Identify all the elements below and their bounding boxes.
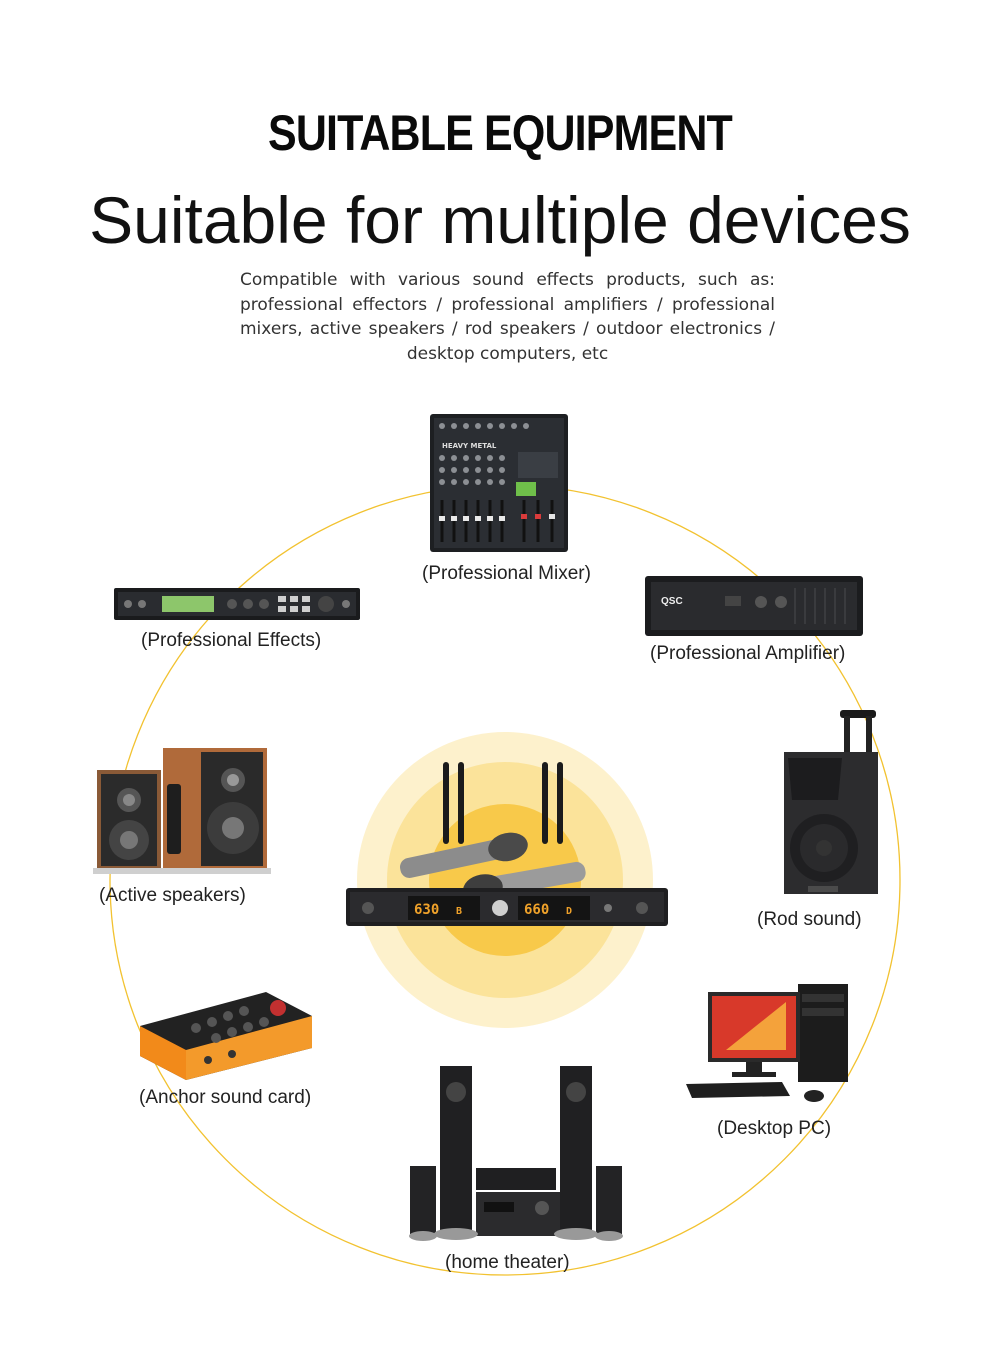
display-b-channel: D [566,906,572,917]
amplifier-icon: QSC [645,576,863,636]
trolley-speaker-icon [784,710,878,894]
svg-text:HEAVY METAL: HEAVY METAL [442,442,497,450]
label-rod-sound: (Rod sound) [757,909,862,930]
display-a-channel: B [456,906,462,917]
label-active-speakers: (Active speakers) [99,885,246,906]
mixer-icon: HEAVY METAL [430,414,568,552]
effects-processor-icon [114,588,360,620]
wireless-microphone-receiver-icon: 630 B 660 D [346,762,668,926]
display-a-freq: 630 [414,902,439,918]
page-title: SUITABLE EQUIPMENT [268,105,733,161]
label-professional-mixer: (Professional Mixer) [422,563,591,584]
home-theater-icon [409,1066,623,1241]
amplifier-brand: QSC [661,596,683,607]
page-subtitle: Suitable for multiple devices [89,183,911,257]
bookshelf-speakers-icon [93,748,271,874]
display-b-freq: 660 [524,902,549,918]
label-professional-amplifier: (Professional Amplifier) [650,643,846,664]
label-home-theater: (home theater) [445,1252,570,1273]
sound-card-icon [140,992,312,1080]
label-professional-effects: (Professional Effects) [141,630,322,651]
description-text: Compatible with various sound effects pr… [240,270,775,364]
label-anchor-sound-card: (Anchor sound card) [139,1087,312,1108]
desktop-pc-icon [686,984,848,1102]
label-desktop-pc: (Desktop PC) [717,1118,832,1139]
